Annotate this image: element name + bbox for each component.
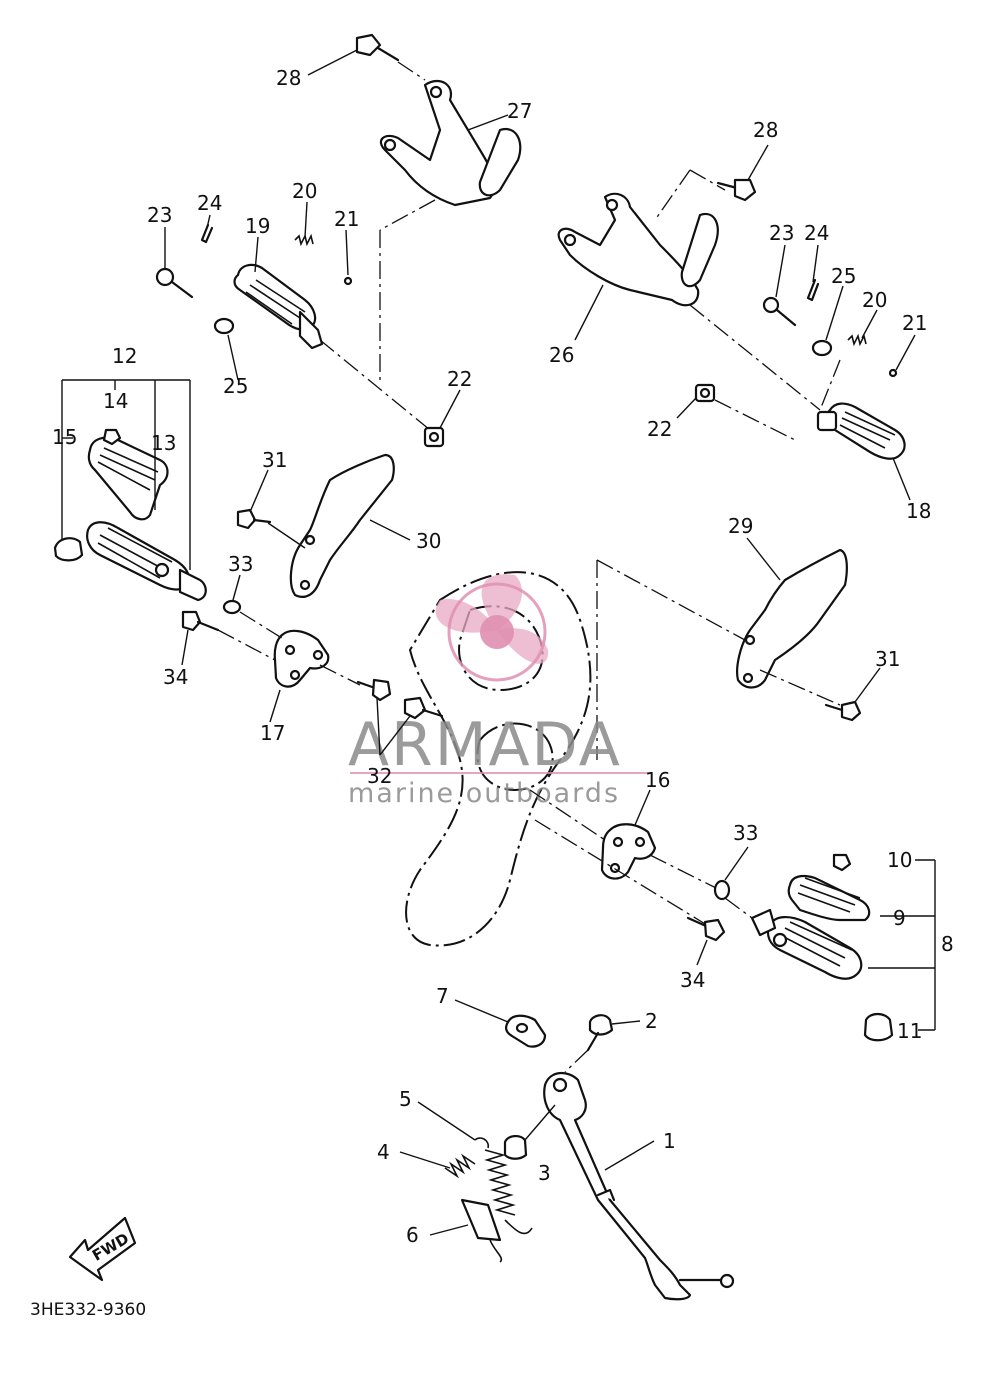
damper-22-right xyxy=(694,383,716,403)
bolt-31-right xyxy=(824,700,862,722)
callout-8: 8 xyxy=(941,932,954,956)
callout-25-left: 25 xyxy=(223,374,248,398)
bolt-32b xyxy=(403,696,444,720)
callout-33-left: 33 xyxy=(228,552,253,576)
fwd-arrow-icon: FWD xyxy=(68,1216,137,1282)
ball-21-right xyxy=(888,368,898,378)
callout-22-right: 22 xyxy=(647,417,672,441)
callout-23-right: 23 xyxy=(769,221,794,245)
footrest-rubber-9 xyxy=(787,874,871,922)
bolt-28-left xyxy=(355,33,400,62)
callout-6: 6 xyxy=(406,1223,419,1247)
spring-6 xyxy=(460,1198,503,1263)
callout-31-left: 31 xyxy=(262,448,287,472)
washer-33-right xyxy=(713,879,731,901)
callout-18: 18 xyxy=(906,499,931,523)
collar-25-right xyxy=(811,339,833,357)
footrest-18 xyxy=(816,402,906,460)
watermark-logo xyxy=(435,574,549,682)
spring-5 xyxy=(474,1137,533,1235)
bracket-16 xyxy=(600,823,657,880)
ball-21-left xyxy=(343,276,353,286)
callout-31-right: 31 xyxy=(875,647,900,671)
callout-20-right: 20 xyxy=(862,288,887,312)
spring-4 xyxy=(444,1153,476,1179)
bolt-31-left xyxy=(236,508,272,530)
cap-11 xyxy=(863,1012,894,1042)
callout-3: 3 xyxy=(538,1161,551,1185)
callout-labels: 1 2 3 4 5 6 7 8 9 10 11 12 13 14 15 16 1… xyxy=(52,66,954,1247)
callout-4: 4 xyxy=(377,1140,390,1164)
callout-10: 10 xyxy=(887,848,912,872)
screw-10 xyxy=(832,853,852,872)
spring-20-left xyxy=(294,233,314,247)
callout-22-left: 22 xyxy=(447,367,472,391)
heel-guard-29 xyxy=(736,548,848,689)
spring-20-right xyxy=(847,333,867,347)
callout-27: 27 xyxy=(507,99,532,123)
callout-7: 7 xyxy=(436,984,449,1008)
rear-bracket-right xyxy=(557,192,719,307)
rear-bracket-left xyxy=(379,79,522,207)
sidestand-1 xyxy=(543,1072,735,1301)
callout-33-right: 33 xyxy=(733,821,758,845)
bolt-32a xyxy=(356,678,392,702)
washer-33-left xyxy=(222,599,242,615)
collar-25-left xyxy=(213,317,235,335)
watermark-tagline: marine outboards xyxy=(348,778,620,809)
bolt-2 xyxy=(586,1014,614,1052)
callout-24-right: 24 xyxy=(804,221,829,245)
callout-34-left: 34 xyxy=(163,665,188,689)
callout-2: 2 xyxy=(645,1009,658,1033)
callout-28-left: 28 xyxy=(276,66,301,90)
callout-1: 1 xyxy=(663,1129,676,1153)
callout-9: 9 xyxy=(893,906,906,930)
callout-26: 26 xyxy=(549,343,574,367)
callout-5: 5 xyxy=(399,1087,412,1111)
damper-22-left xyxy=(423,426,445,448)
pin-23-left xyxy=(155,267,194,299)
callout-leaders xyxy=(62,49,916,1236)
callout-21-left: 21 xyxy=(334,207,359,231)
callout-25-right: 25 xyxy=(831,264,856,288)
callout-24-left: 24 xyxy=(197,191,222,215)
bolt-34-left xyxy=(181,610,220,632)
callout-15: 15 xyxy=(52,425,77,449)
callout-13: 13 xyxy=(151,431,176,455)
callout-29: 29 xyxy=(728,514,753,538)
nut-3 xyxy=(503,1135,528,1160)
callout-11: 11 xyxy=(897,1019,922,1043)
pin-23-right xyxy=(762,296,797,327)
cap-15 xyxy=(53,537,84,562)
screw-14 xyxy=(102,428,122,446)
footrest-12 xyxy=(86,521,207,602)
clip-24-right xyxy=(806,278,820,302)
callout-23-left: 23 xyxy=(147,203,172,227)
callout-17: 17 xyxy=(260,721,285,745)
callout-28-right: 28 xyxy=(753,118,778,142)
footrest-19 xyxy=(233,263,324,350)
callout-20-left: 20 xyxy=(292,179,317,203)
callout-30: 30 xyxy=(416,529,441,553)
callout-14: 14 xyxy=(103,389,128,413)
callout-16: 16 xyxy=(645,768,670,792)
bolt-34-right xyxy=(686,916,726,942)
callout-34-right: 34 xyxy=(680,968,705,992)
clip-24-left xyxy=(200,223,214,244)
diagram-code: 3HE332-9360 xyxy=(30,1300,146,1320)
footrest-8 xyxy=(750,908,863,980)
watermark-brand: ARMADA xyxy=(348,710,622,780)
bolt-28-right xyxy=(716,178,757,202)
callout-19: 19 xyxy=(245,214,270,238)
bracket-17 xyxy=(273,629,330,688)
plate-7 xyxy=(505,1014,547,1048)
callout-32: 32 xyxy=(367,764,392,788)
callout-21-right: 21 xyxy=(902,311,927,335)
callout-12: 12 xyxy=(112,344,137,368)
heel-guard-30 xyxy=(289,453,395,598)
